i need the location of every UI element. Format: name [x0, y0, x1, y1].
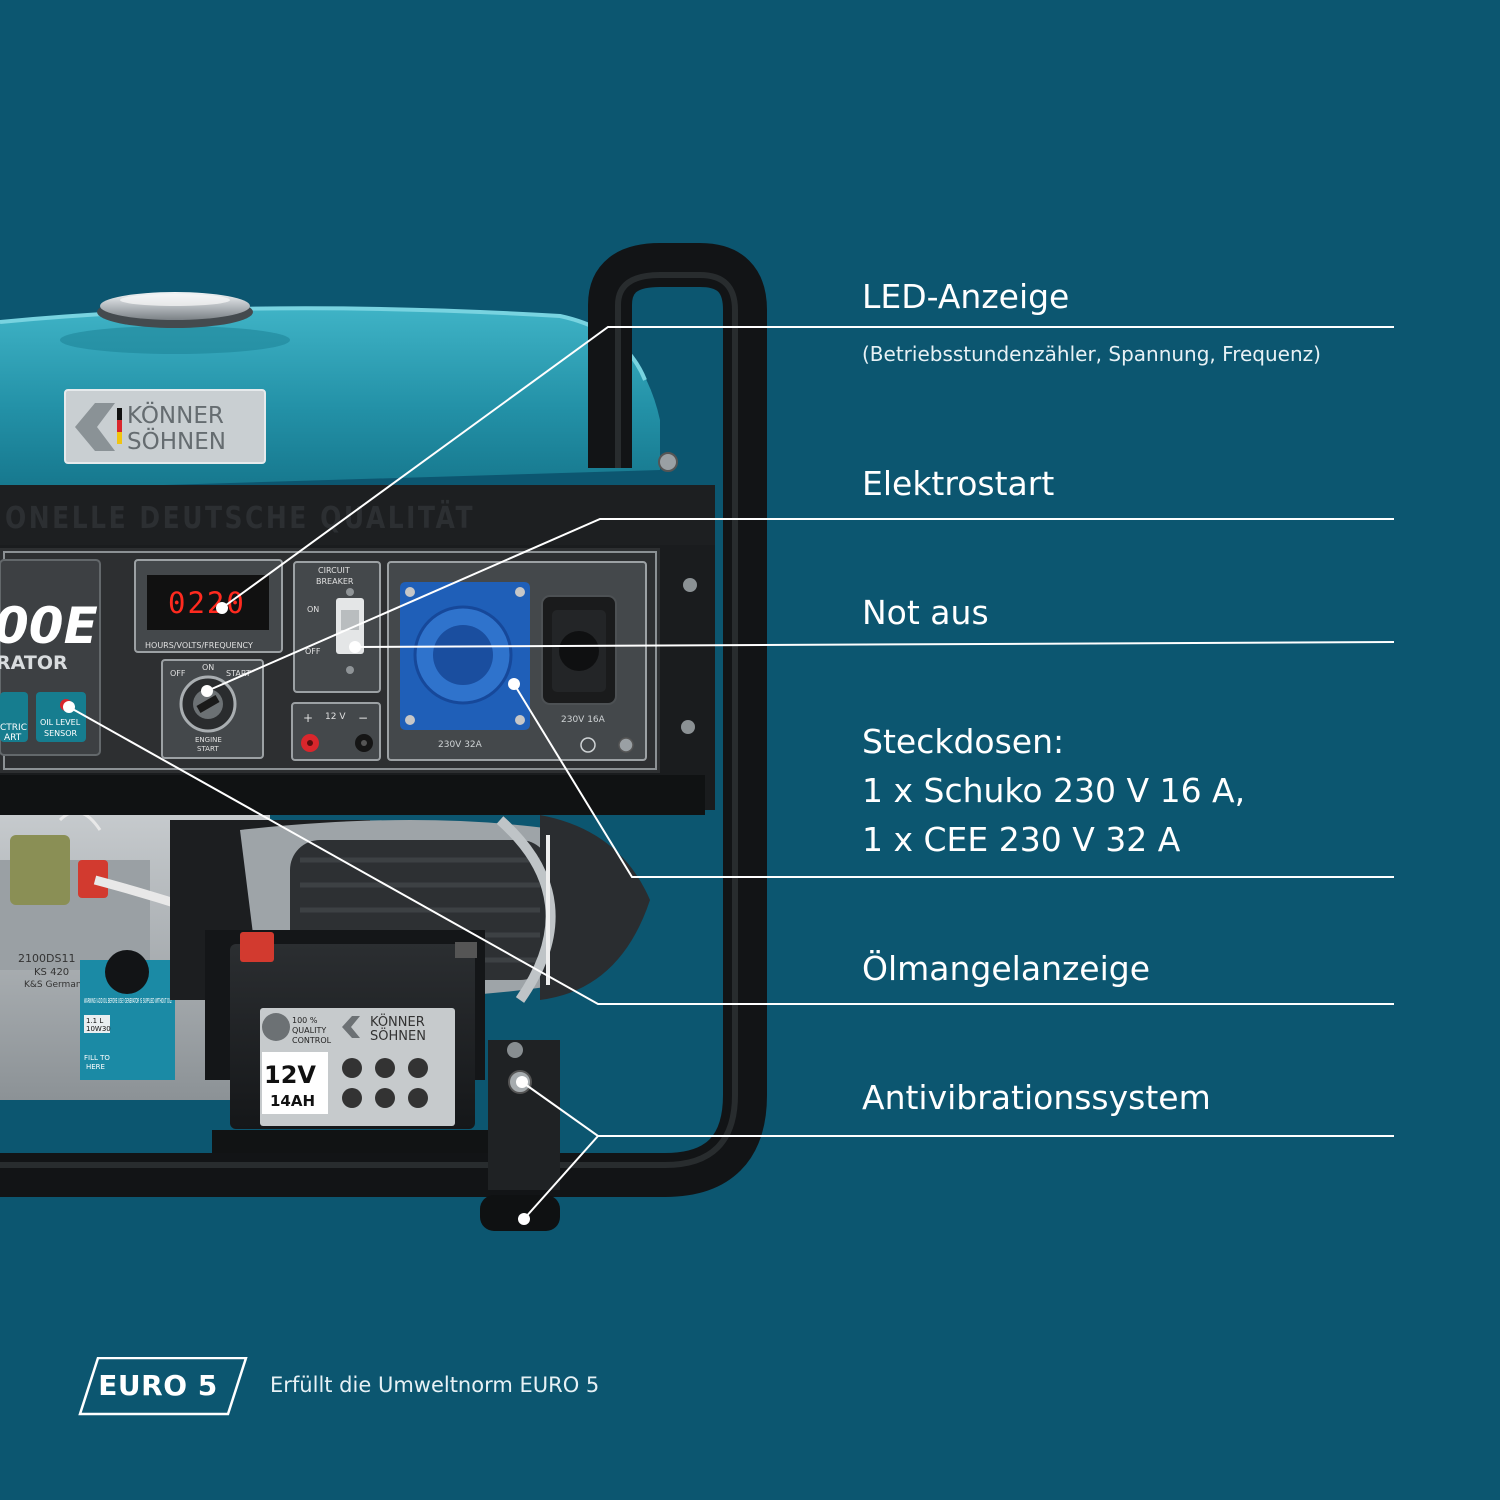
callout-dot-emergency-stop: [349, 641, 361, 653]
ignition-on-label: ON: [202, 663, 214, 672]
callout-line-sockets: [513, 683, 1394, 878]
breaker-off-label: OFF: [305, 647, 321, 656]
brand-logo-mark: [75, 403, 115, 451]
battery-quality-3: CONTROL: [292, 1036, 332, 1045]
oil-fill-label: FILL TO: [84, 1054, 110, 1062]
schuko-socket-rating: 230V 16A: [561, 715, 606, 725]
oil-warning-tag: WARNING! ADD OIL BEFORE USE! GENERATOR I…: [80, 950, 175, 1080]
brand-name-line-2: SÖHNEN: [127, 427, 226, 455]
callout-dots: [63, 602, 530, 1225]
breaker-title-2: BREAKER: [316, 577, 354, 586]
oil-fill-label-2: HERE: [86, 1063, 105, 1071]
electric-start-badge: [0, 692, 28, 742]
battery-voltage: 12V: [264, 1061, 316, 1089]
schuko-socket: [541, 595, 617, 705]
callout-emergency-stop-title: Not aus: [862, 593, 989, 632]
oil-warning-text: WARNING! ADD OIL BEFORE USE! GENERATOR I…: [84, 997, 172, 1005]
housing-band: ONELLE DEUTSCHE QUALITÄT: [0, 485, 715, 545]
battery-terminal-cover: [240, 932, 274, 962]
oil-badge-line-1: OIL LEVEL: [40, 718, 81, 727]
callout-sockets-line-1: Steckdosen:: [862, 722, 1065, 761]
callout-sockets-line-2: 1 x Schuko 230 V 16 A,: [862, 771, 1246, 810]
callout-dot-led: [216, 602, 228, 614]
frame-bolt-1: [683, 578, 697, 592]
callout-lines: [68, 326, 1395, 1220]
battery-capacity: 14AH: [270, 1092, 315, 1110]
euro5-badge-label: EURO 5: [98, 1368, 218, 1402]
frame: [0, 243, 767, 1231]
battery-quality-2: QUALITY: [292, 1026, 326, 1035]
callout-led-title: LED-Anzeige: [862, 277, 1070, 316]
euro5-badge: EURO 5: [78, 1357, 248, 1416]
dc-plus-label: +: [303, 711, 313, 725]
frame-mount: [488, 1040, 560, 1190]
starter-motor: [10, 835, 70, 905]
electric-start-badge-line-2: ART: [4, 733, 22, 743]
oil-capacity: 1.1 L: [86, 1017, 103, 1025]
oil-badge-line-2: SENSOR: [44, 729, 77, 738]
brand-name-line-1: KÖNNER: [127, 401, 224, 429]
callout-dot-electric-start: [201, 685, 213, 697]
tank-bolt: [658, 452, 678, 472]
dc-voltage-label: 12 V: [325, 712, 346, 722]
antivibration-foot: [480, 1195, 560, 1231]
callout-line-emergency-stop: [354, 641, 1395, 648]
frame-bolt-2: [681, 720, 695, 734]
callout-antivibration-title: Antivibrationssystem: [862, 1078, 1211, 1117]
breaker-title-1: CIRCUIT: [318, 566, 350, 575]
engine-model: KS 420: [34, 967, 69, 978]
callout-line-led: [221, 326, 1394, 609]
led-display-screen: [147, 575, 269, 630]
model-subtitle: RATOR: [0, 652, 68, 674]
breaker-on-label: ON: [307, 605, 319, 614]
callout-dot-sockets: [508, 678, 520, 690]
electric-start-badge-line-1: CTRIC: [0, 723, 27, 733]
brand-plate: [64, 389, 266, 464]
ground-terminal: [618, 737, 634, 753]
battery-quality-1: 100 %: [292, 1016, 318, 1025]
embossed-slogan: ONELLE DEUTSCHE QUALITÄT: [5, 500, 475, 536]
ignition-off-label: OFF: [170, 669, 186, 678]
oil-grade: 10W30: [86, 1025, 111, 1033]
ignition-start-label: START: [226, 669, 251, 678]
callout-dot-antivibration-2: [518, 1213, 530, 1225]
starter-cable-boot: [78, 860, 108, 898]
callout-line-antivibration-2: [523, 1135, 599, 1220]
callout-led-subtitle: (Betriebsstundenzähler, Spannung, Freque…: [862, 342, 1321, 366]
callout-dot-oil: [63, 701, 75, 713]
led-display-caption: HOURS/VOLTS/FREQUENCY: [145, 641, 253, 650]
battery-brand-2: SÖHNEN: [370, 1027, 426, 1044]
oil-filler-cap: [105, 950, 149, 994]
euro5-description: Erfüllt die Umweltnorm EURO 5: [270, 1373, 600, 1397]
callout-line-oil: [68, 706, 1394, 1005]
cee-socket-rating: 230V 32A: [438, 740, 483, 750]
callout-line-electric-start: [206, 518, 1394, 692]
led-display-reading: 0220: [168, 586, 246, 620]
callout-dot-antivibration-1: [516, 1076, 528, 1088]
fuel-tank: KÖNNER SÖHNEN: [0, 292, 678, 490]
ignition-caption-2: START: [197, 745, 219, 753]
callout-oil-title: Ölmangelanzeige: [862, 949, 1151, 988]
engine-origin: K&S Germany: [24, 980, 88, 990]
cee-socket: [400, 582, 530, 730]
callout-sockets-line-3: 1 x CEE 230 V 32 A: [862, 820, 1181, 859]
quality-seal: [262, 1013, 290, 1041]
model-number: 00E: [0, 597, 98, 655]
ground-symbol: [580, 737, 596, 753]
battery-brand-1: KÖNNER: [370, 1013, 425, 1030]
callout-sockets: Steckdosen: 1 x Schuko 230 V 16 A, 1 x C…: [862, 717, 1245, 864]
control-panel: 00E RATOR CTRIC ART OIL LEVEL SENSOR 022…: [0, 545, 715, 815]
battery: 100 % QUALITY CONTROL KÖNNER SÖHNEN 12V …: [205, 930, 492, 1170]
dc-minus-label: −: [358, 711, 368, 725]
ignition-caption-1: ENGINE: [195, 736, 222, 744]
euro5-badge-frame: [78, 1357, 248, 1416]
callout-electric-start-title: Elektrostart: [862, 464, 1055, 503]
engine-serial: 2100DS11: [18, 952, 75, 965]
